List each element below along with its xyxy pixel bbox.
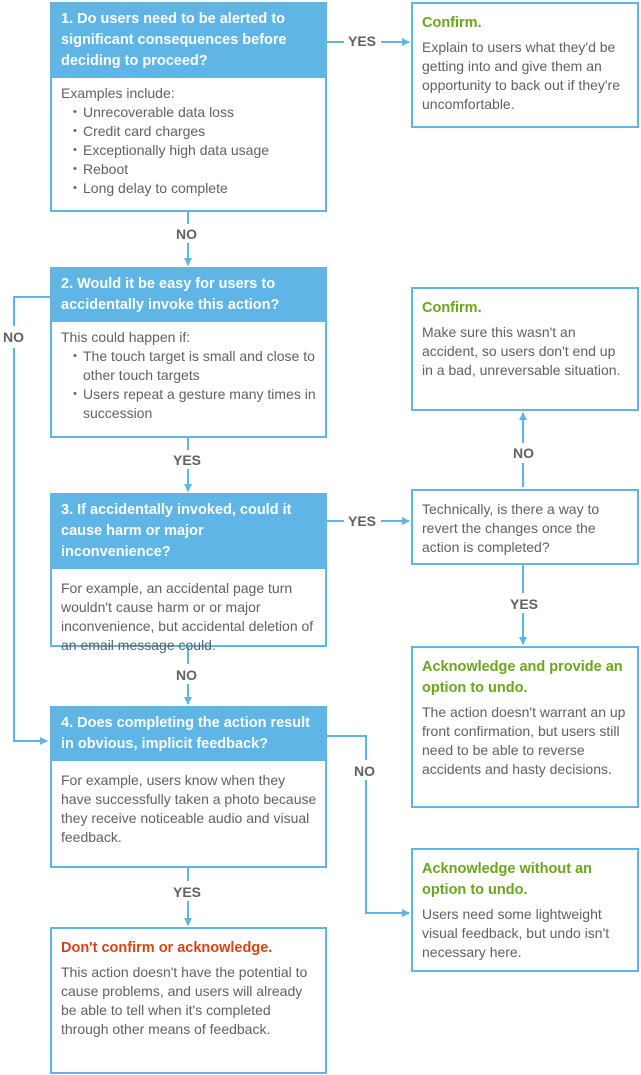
list-item: The touch target is small and close to o…	[73, 347, 317, 385]
question-1-body: Examples include: Unrecoverable data los…	[52, 78, 325, 202]
result-confirm-2-box: Confirm. Make sure this wasn't an accide…	[411, 287, 639, 411]
result-ack-undo-text: The action doesn't warrant an up front c…	[422, 704, 626, 777]
question-2-box: 2. Would it be easy for users to acciden…	[50, 267, 327, 438]
result-ack-no-undo-box: Acknowledge without an option to undo. U…	[411, 848, 639, 972]
list-item: Unrecoverable data loss	[73, 103, 317, 122]
result-confirm-2-text: Make sure this wasn't an accident, so us…	[422, 324, 621, 378]
question-1-examples: Unrecoverable data loss Credit card char…	[61, 103, 317, 198]
result-ack-no-undo-title: Acknowledge without an option to undo.	[422, 861, 592, 898]
q1-no-label: NO	[176, 226, 197, 242]
question-3-body: For example, an accidental page turn wou…	[61, 580, 314, 653]
list-item: Reboot	[73, 160, 317, 179]
question-2-body: This could happen if: The touch target i…	[52, 322, 325, 427]
question-4-title: 4. Does completing the action result in …	[52, 708, 325, 761]
list-item: Exceptionally high data usage	[73, 141, 317, 160]
result-ack-undo-box: Acknowledge and provide an option to und…	[411, 646, 639, 808]
question-4-box: 4. Does completing the action result in …	[50, 706, 327, 868]
q3-yes-label: YES	[348, 513, 377, 529]
q3-no-label: NO	[176, 667, 197, 683]
result-ack-no-undo-text: Users need some lightweight visual feedb…	[422, 906, 610, 960]
question-1-box: 1. Do users need to be alerted to signif…	[50, 2, 327, 212]
revert-question-text: Technically, is there a way to revert th…	[422, 501, 600, 555]
result-confirm-1-title: Confirm.	[422, 15, 482, 31]
question-2-intro: This could happen if:	[61, 329, 191, 345]
result-dont-confirm-box: Don't confirm or acknowledge. This actio…	[50, 927, 327, 1074]
q2-no-label: NO	[3, 329, 24, 345]
question-2-examples: The touch target is small and close to o…	[61, 347, 317, 423]
question-1-intro: Examples include:	[61, 85, 175, 101]
result-confirm-2-title: Confirm.	[422, 300, 482, 316]
result-confirm-1-text: Explain to users what they'd be getting …	[422, 39, 621, 112]
list-item: Users repeat a gesture many times in suc…	[73, 385, 317, 423]
question-4-body: For example, users know when they have s…	[61, 772, 317, 845]
revert-yes-label: YES	[510, 596, 539, 612]
result-confirm-1-box: Confirm. Explain to users what they'd be…	[411, 2, 639, 128]
question-3-box: 3. If accidentally invoked, could it cau…	[50, 493, 327, 653]
result-dont-confirm-title: Don't confirm or acknowledge.	[61, 940, 273, 956]
revert-question-box: Technically, is there a way to revert th…	[411, 489, 639, 565]
list-item: Credit card charges	[73, 122, 317, 141]
q4-no-label: NO	[354, 763, 375, 779]
q2-no-connector	[13, 296, 51, 741]
question-3-title: 3. If accidentally invoked, could it cau…	[52, 495, 325, 569]
result-ack-undo-title: Acknowledge and provide an option to und…	[422, 659, 623, 696]
revert-no-label: NO	[513, 445, 534, 461]
question-2-title: 2. Would it be easy for users to acciden…	[52, 269, 325, 322]
question-1-title: 1. Do users need to be alerted to signif…	[52, 4, 325, 78]
q1-yes-label: YES	[348, 33, 377, 49]
q2-yes-label: YES	[173, 452, 202, 468]
q4-yes-label: YES	[173, 884, 202, 900]
list-item: Long delay to complete	[73, 179, 317, 198]
result-dont-confirm-text: This action doesn't have the potential t…	[61, 964, 308, 1037]
q4-no-connector	[326, 735, 409, 913]
